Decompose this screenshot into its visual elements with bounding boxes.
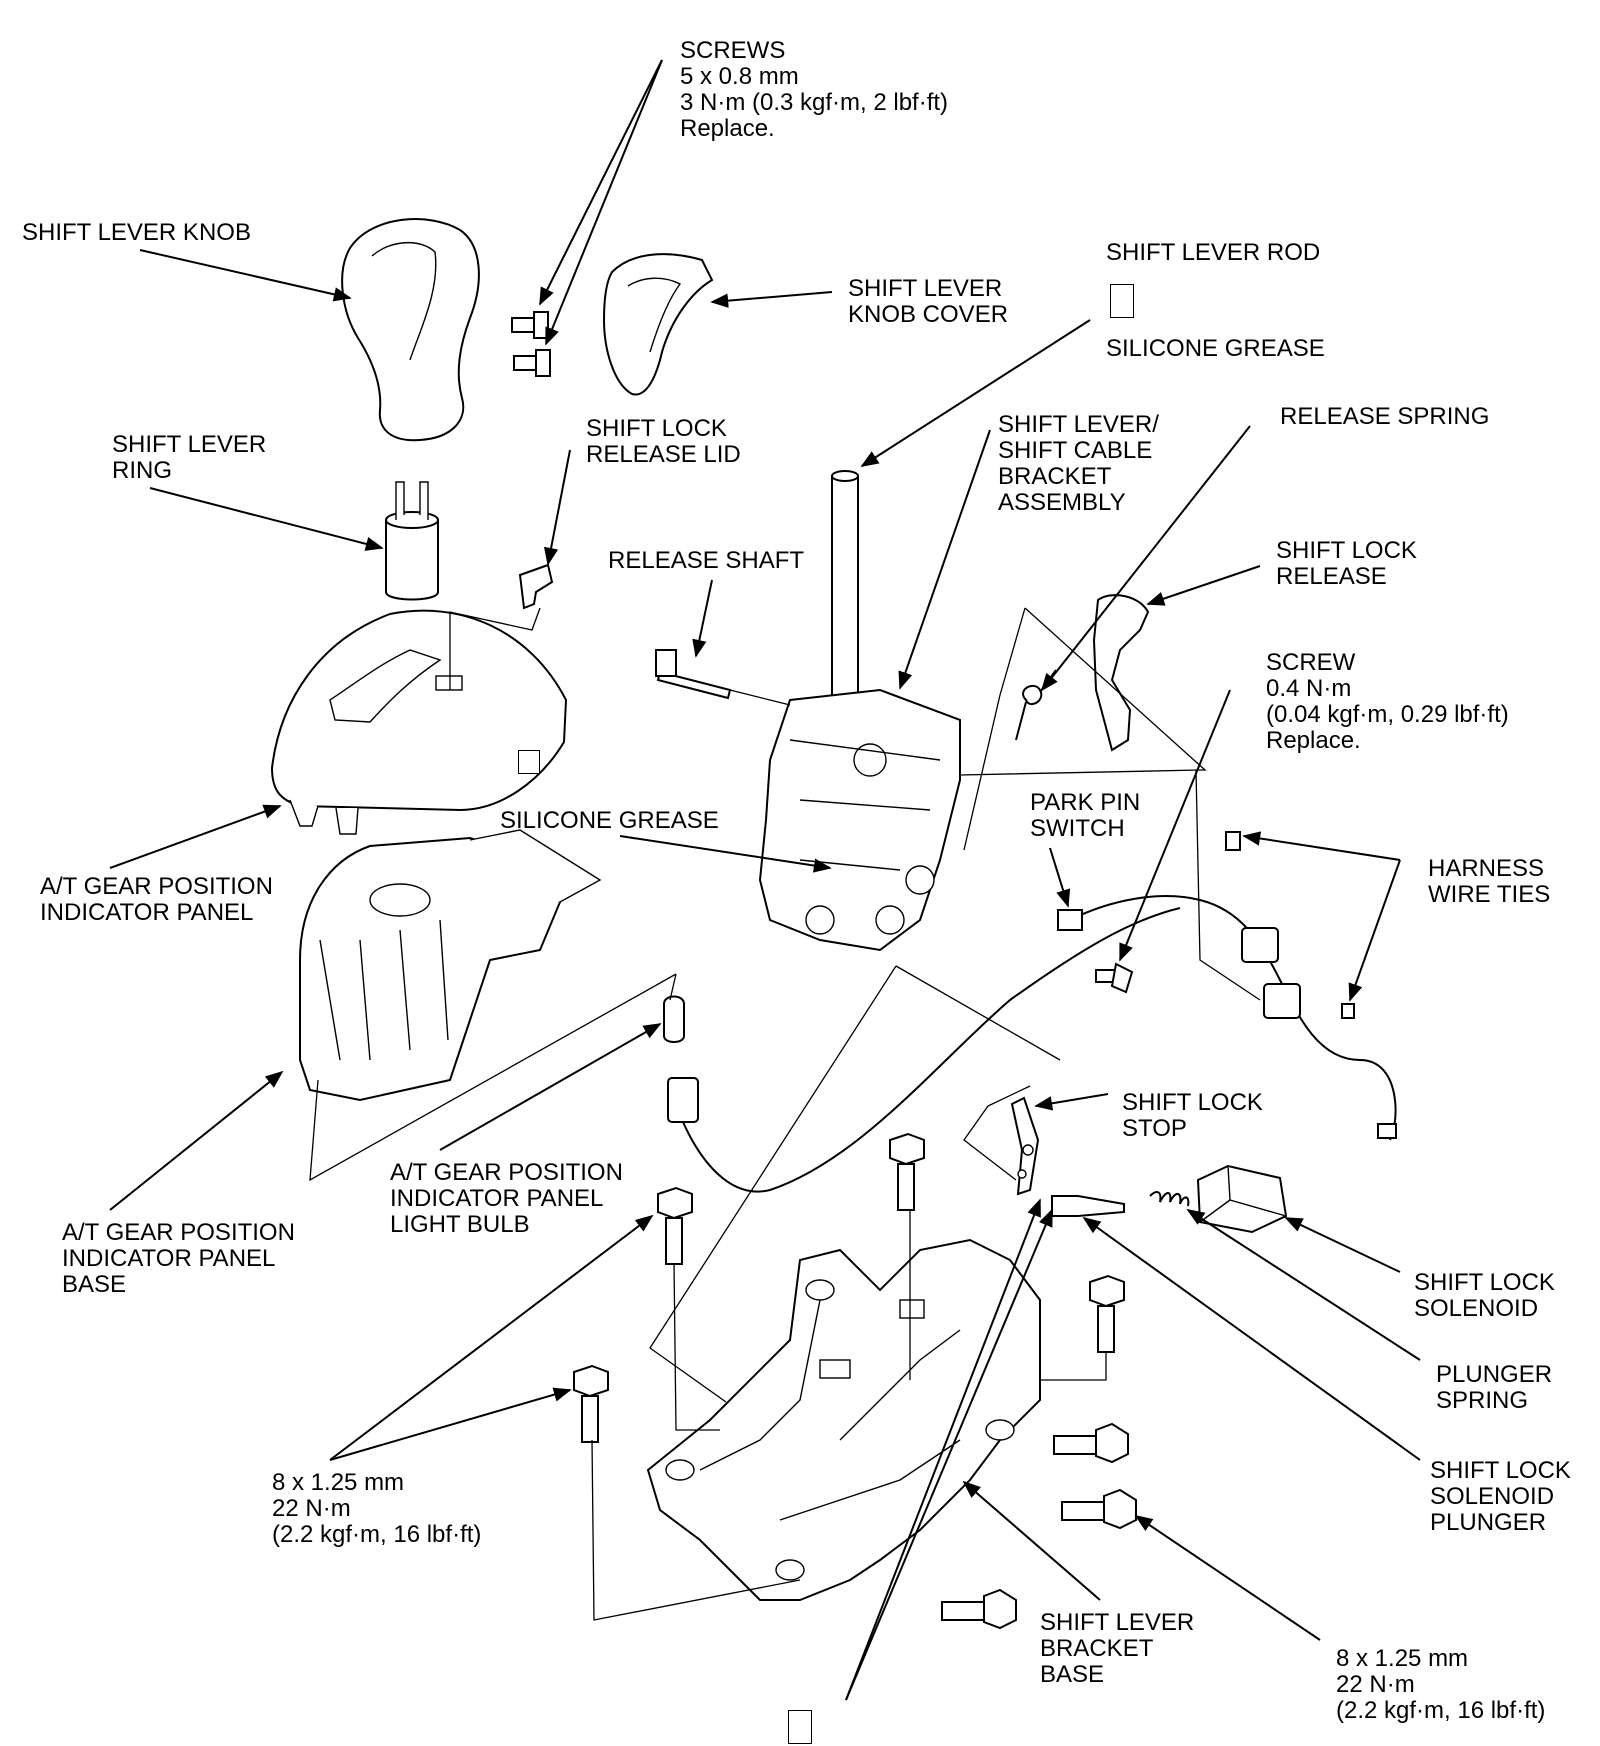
assembly-guides (309, 607, 1261, 1621)
screw-harness (1095, 962, 1134, 994)
harness (1057, 831, 1397, 1141)
shift-lock-release-lid (518, 563, 554, 610)
label-silicone-grease-mid: SILICONE GREASE (500, 807, 719, 834)
bolt-horizontal-c (941, 1588, 1017, 1630)
shift-lever-ring (385, 481, 439, 601)
shift-lever-bracket-base (646, 1238, 1041, 1601)
bolt-upper-center (889, 1132, 925, 1211)
light-bulb (663, 995, 685, 1043)
bolt-left-lower (573, 1364, 609, 1443)
silicone-grease-symbol-top (1110, 284, 1134, 318)
at-gear-position-indicator-panel (270, 609, 568, 835)
bolt-left-upper (657, 1186, 693, 1265)
screw-upper (511, 311, 549, 339)
shift-lock-release (1092, 594, 1150, 752)
bulb-socket-cable (667, 907, 1181, 1193)
label-release-shaft: RELEASE SHAFT (608, 547, 805, 574)
silicone-grease-symbol-bottom (788, 1710, 812, 1744)
shift-lever-knob (341, 218, 480, 442)
bolt-horizontal-b (1061, 1488, 1137, 1530)
plunger-spring (1149, 1191, 1190, 1207)
shift-lever-bracket-assembly (758, 688, 961, 952)
screw-lower (513, 349, 551, 377)
bolt-right-upper (1089, 1274, 1125, 1353)
label-silicone-grease-top: SILICONE GREASE (1106, 335, 1325, 362)
at-gear-position-indicator-panel-base (299, 829, 602, 1102)
label-shift-lever-knob: SHIFT LEVER KNOB (22, 219, 251, 246)
shift-lever-rod (831, 470, 859, 737)
release-shaft (655, 649, 732, 700)
shift-lock-solenoid (1196, 1164, 1288, 1234)
shift-lock-solenoid-plunger (1051, 1195, 1125, 1217)
shift-lever-knob-cover (602, 253, 714, 396)
bolt-horizontal-a (1053, 1422, 1129, 1464)
shift-lock-stop (1010, 1096, 1040, 1196)
label-shift-lever-rod: SHIFT LEVER ROD (1106, 239, 1321, 266)
leader-lines (109, 59, 1421, 1701)
silicone-grease-symbol-panel (518, 750, 540, 774)
label-release-spring: RELEASE SPRING (1280, 403, 1490, 430)
